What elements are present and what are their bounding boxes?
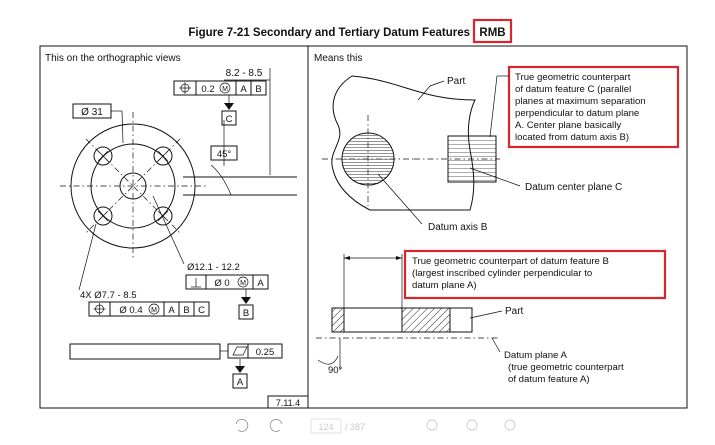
note-b-text: True geometric counterpart of datum feat… [412, 256, 609, 291]
svg-text:located from datum axis B): located from datum axis B) [515, 132, 629, 143]
page-number-box[interactable] [310, 418, 342, 434]
svg-text:A: A [168, 305, 175, 316]
svg-text:Ø 0.4: Ø 0.4 [119, 305, 142, 316]
svg-text:A: A [257, 278, 264, 289]
page-total: / 387 [345, 422, 365, 432]
datum-a-label: A [237, 377, 244, 388]
fcf-flatness: 0.25 [227, 343, 283, 359]
fcf-position-top: 0.2 M A B [173, 80, 267, 96]
note-c-highlight-box [507, 65, 680, 149]
angle-45-box [210, 145, 238, 161]
holes-label: 4X Ø7.7 - 8.5 [80, 290, 137, 301]
side-view [69, 343, 221, 360]
svg-text:A. Center plane basically: A. Center plane basically [515, 120, 621, 131]
svg-text:(largest inscribed cylinder pe: (largest inscribed cylinder perpendicula… [412, 268, 592, 279]
svg-text:True geometric counterpart of: True geometric counterpart of datum feat… [412, 256, 609, 267]
svg-text:True geometric counterpart: True geometric counterpart [515, 72, 631, 83]
svg-text:M: M [151, 307, 157, 314]
page-number: 124 [318, 422, 333, 432]
svg-text:of datum feature C (parallel: of datum feature C (parallel [515, 84, 631, 95]
angle-45-label: 45° [217, 149, 232, 160]
viewer-toolbar: 124 / 387 [235, 418, 516, 434]
datum-b-label: B [243, 308, 249, 319]
svg-text:Ø 0: Ø 0 [214, 278, 229, 289]
fcf-position-holes: Ø 0.4 M A B C [88, 301, 210, 317]
datum-c-label: C [226, 114, 233, 125]
part-label-top: Part [447, 76, 466, 87]
svg-text:M: M [222, 86, 228, 93]
svg-text:of datum feature A): of datum feature A) [508, 374, 590, 385]
datum-axis-label: Datum axis B [428, 222, 488, 233]
rmb-highlight-box [472, 18, 513, 44]
datum-b-box [238, 304, 254, 320]
part-label-bottom: Part [505, 306, 524, 317]
ref-label: 7.11.4 [276, 398, 300, 408]
zoom-out-icon[interactable] [466, 419, 478, 431]
rotate-right-icon[interactable] [269, 419, 283, 432]
part-outline-top [331, 75, 476, 211]
right-panel-heading: Means this [314, 53, 362, 64]
svg-text:A: A [240, 84, 247, 95]
svg-text:B: B [183, 305, 189, 316]
ref-box [267, 395, 309, 409]
search-icon[interactable] [504, 419, 516, 431]
svg-text:0.2: 0.2 [201, 84, 214, 95]
svg-text:B: B [255, 84, 261, 95]
figure-frame [39, 45, 688, 409]
svg-text:(true geometric counterpart: (true geometric counterpart [508, 362, 624, 373]
left-panel-heading: This on the orthographic views [45, 53, 181, 64]
note-b-highlight-box [403, 249, 667, 300]
zoom-in-icon[interactable] [426, 419, 438, 431]
rmb-label: RMB [479, 27, 505, 39]
note-c-text: True geometric counterpart of datum feat… [515, 72, 646, 143]
dim-top-label: 8.2 - 8.5 [226, 68, 263, 79]
svg-text:datum plane A): datum plane A) [412, 280, 477, 291]
svg-text:Datum plane A: Datum plane A [504, 350, 568, 361]
svg-text:0.25: 0.25 [256, 347, 275, 358]
svg-text:M: M [240, 280, 246, 287]
rotate-left-icon[interactable] [235, 419, 249, 432]
datum-plane-a-text: Datum plane A (true geometric counterpar… [504, 350, 624, 385]
figure-title: Figure 7-21 Secondary and Tertiary Datum… [188, 27, 470, 39]
svg-text:C: C [198, 305, 205, 316]
svg-text:planes at maximum separation: planes at maximum separation [515, 96, 646, 107]
datum-center-plane-label: Datum center plane C [525, 182, 622, 193]
section-view [316, 307, 500, 339]
svg-text:perpendicular to datum plane: perpendicular to datum plane [515, 108, 639, 119]
angle-90-label: 90° [328, 365, 343, 376]
bolt-circle-view [60, 112, 297, 260]
datum-a-box [232, 373, 248, 389]
dia-31-label: Ø 31 [81, 107, 103, 118]
datum-c-box [221, 110, 237, 126]
dia-122-label: Ø12.1 - 12.2 [187, 262, 240, 273]
fcf-perpendicularity: Ø 0 M A [185, 274, 269, 290]
